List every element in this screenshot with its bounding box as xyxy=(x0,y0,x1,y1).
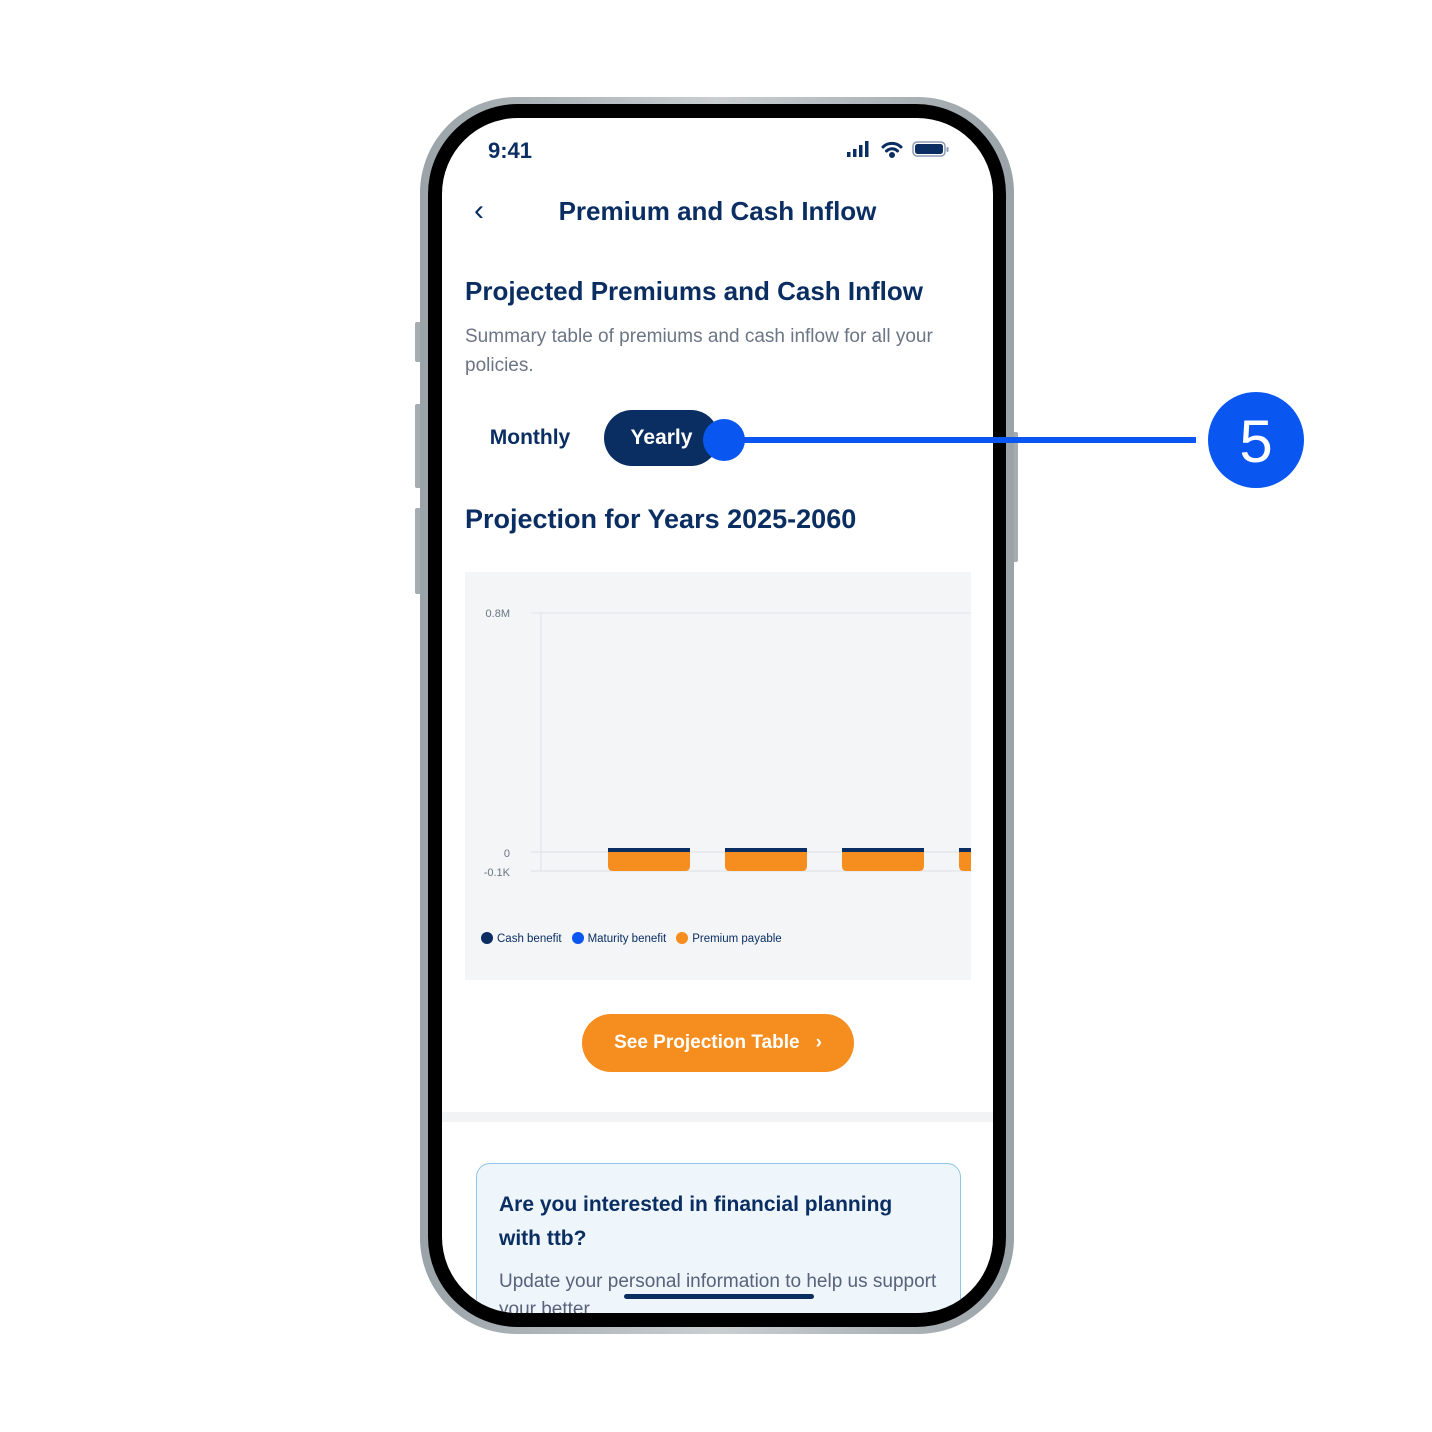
volume-up-button xyxy=(415,404,421,488)
annotation-badge xyxy=(1208,392,1304,488)
mute-switch xyxy=(415,322,421,362)
bar-cash-benefit xyxy=(842,848,924,852)
y-tick-label: 0.8M xyxy=(486,608,510,620)
page-title: Premium and Cash Inflow xyxy=(558,196,877,226)
toggle-monthly[interactable]: Monthly xyxy=(489,426,571,449)
bar-cash-benefit xyxy=(608,848,690,852)
legend-dot-icon xyxy=(481,932,493,944)
section-title: Projected Premiums and Cash Inflow xyxy=(465,276,923,306)
chevron-right-icon: › xyxy=(815,1032,822,1053)
annotation-dot xyxy=(703,419,745,461)
y-tick-label: 0 xyxy=(504,848,510,860)
bar-premium-payable xyxy=(608,852,690,871)
chart-legend: Cash benefit Maturity benefit Premium pa… xyxy=(481,932,782,945)
legend-item-premium-payable: Premium payable xyxy=(676,932,782,945)
section-subtitle: Summary table of premiums and cash inflo… xyxy=(465,326,933,376)
legend-label: Cash benefit xyxy=(497,933,562,945)
projection-title: Projection for Years 2025-2060 xyxy=(465,504,857,534)
bar-premium-payable xyxy=(842,852,924,871)
financial-planning-card[interactable]: Are you interested in financial planning… xyxy=(476,1163,961,1313)
legend-dot-icon xyxy=(571,932,584,944)
status-time: 9:41 xyxy=(488,138,533,163)
legend-label: Maturity benefit xyxy=(587,933,667,945)
bar-premium-payable xyxy=(959,852,971,871)
legend-label: Premium payable xyxy=(692,933,782,945)
annotation-number: 5 xyxy=(1239,408,1272,475)
back-chevron-icon[interactable]: ‹ xyxy=(474,194,484,227)
bar-cash-benefit xyxy=(959,848,971,852)
status-icons xyxy=(847,141,949,158)
y-tick-label: -0.1K xyxy=(484,867,511,879)
button-label: See Projection Table xyxy=(614,1032,800,1053)
volume-down-button xyxy=(415,508,421,594)
power-button xyxy=(1012,432,1018,562)
signal-icon xyxy=(847,141,869,157)
bar-cash-benefit xyxy=(725,848,807,852)
wifi-icon xyxy=(881,141,903,158)
projection-chart: 0.8M 0 -0.1K Cash benefit Maturity benef… xyxy=(465,572,971,980)
card-body: Update your personal information to help… xyxy=(499,1271,937,1313)
battery-icon xyxy=(912,141,949,157)
legend-item-cash-benefit: Cash benefit xyxy=(481,932,562,945)
card-title: Are you interested in financial planning… xyxy=(499,1193,893,1250)
see-projection-table-button[interactable]: See Projection Table › xyxy=(582,1014,854,1072)
home-indicator xyxy=(624,1294,814,1299)
toggle-yearly[interactable]: Yearly xyxy=(604,410,719,466)
chart-svg: 0.8M 0 -0.1K xyxy=(484,608,971,879)
legend-item-maturity-benefit: Maturity benefit xyxy=(571,932,667,945)
bar-premium-payable xyxy=(725,852,807,871)
phone-screen: 9:41 ‹ Premium and Cash Inflow Projected… xyxy=(442,118,993,1313)
legend-dot-icon xyxy=(676,932,689,944)
section-divider xyxy=(442,1112,993,1122)
